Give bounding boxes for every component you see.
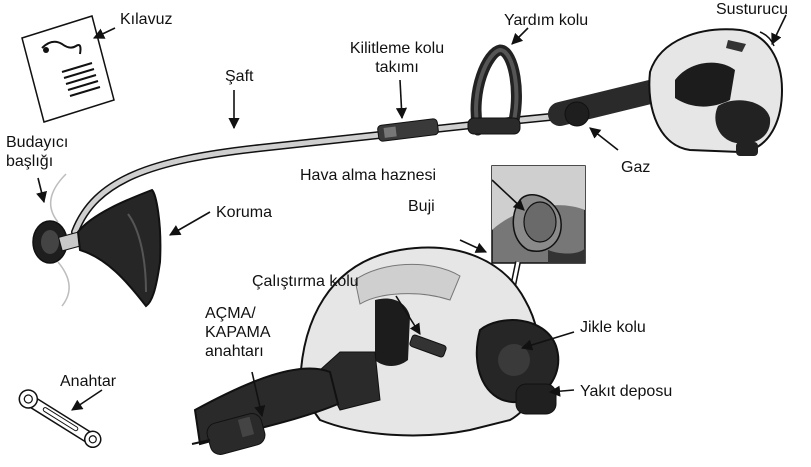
wrench-illustration: [16, 387, 104, 452]
label-muffler: Susturucu: [716, 0, 788, 19]
label-spark-plug: Buji: [408, 197, 435, 216]
label-manual: Kılavuz: [120, 10, 172, 29]
label-lock-knob-line1: Kilitleme kolu: [322, 39, 472, 58]
label-throttle: Gaz: [621, 158, 650, 177]
label-lock-knob: Kilitleme kolu takımı: [322, 39, 472, 77]
label-wrench: Anahtar: [60, 372, 116, 391]
manual-illustration: [22, 16, 114, 122]
arrow-trimmer-head: [38, 178, 44, 202]
arrow-lock-knob: [400, 80, 402, 118]
label-on-off-line2: KAPAMA: [205, 323, 271, 342]
label-shaft: Şaft: [225, 67, 253, 86]
label-on-off-line3: anahtarı: [205, 342, 271, 361]
label-assist-handle: Yardım kolu: [504, 11, 588, 30]
label-on-off-switch: AÇMA/ KAPAMA anahtarı: [205, 304, 271, 361]
arrow-spark-plug: [460, 240, 486, 252]
label-primer-bulb: Hava alma haznesi: [300, 166, 436, 185]
label-choke-lever: Jikle kolu: [580, 318, 646, 337]
arrow-assist-handle: [512, 28, 528, 44]
label-trimmer-head-line1: Budayıcı: [6, 133, 68, 152]
label-fuel-tank: Yakıt deposu: [580, 382, 672, 401]
arrow-throttle: [590, 128, 618, 150]
arrow-wrench: [72, 390, 102, 410]
label-starter-handle: Çalıştırma kolu: [252, 272, 359, 291]
label-trimmer-head-line2: başlığı: [6, 152, 68, 171]
label-lock-knob-line2: takımı: [322, 58, 472, 77]
arrow-muffler: [772, 15, 786, 44]
label-on-off-line1: AÇMA/: [205, 304, 271, 323]
label-trimmer-head: Budayıcı başlığı: [6, 133, 68, 171]
label-guard: Koruma: [216, 203, 272, 222]
arrow-guard: [170, 212, 210, 235]
